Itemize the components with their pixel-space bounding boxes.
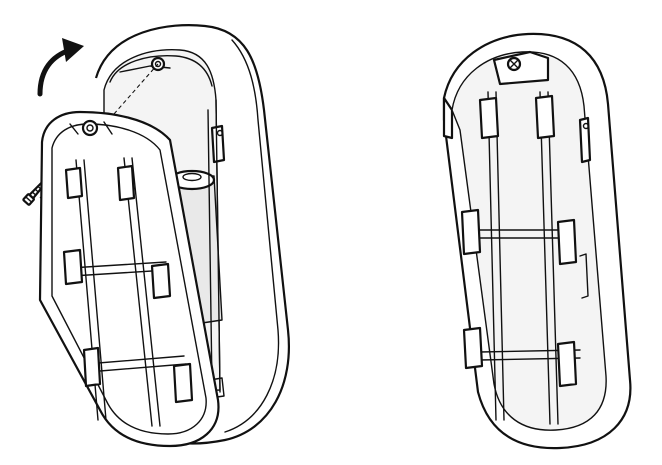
housing-screw-boss <box>150 56 166 72</box>
closed-left-flange <box>442 96 454 140</box>
curved-arrow-icon <box>37 38 84 97</box>
cover-screw-hole <box>81 119 99 137</box>
cover-open <box>38 110 220 448</box>
housing-closed <box>442 32 632 450</box>
housing-top-ledge <box>109 55 213 87</box>
closed-cover-plate <box>451 51 607 431</box>
housing-side-edge <box>224 39 280 433</box>
